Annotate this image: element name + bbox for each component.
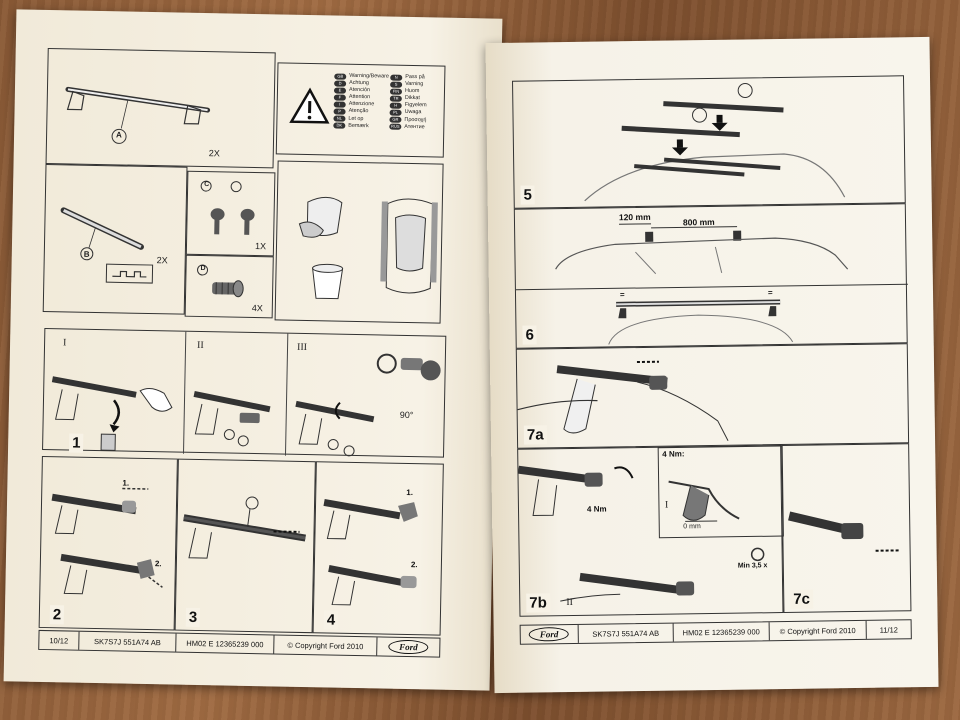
left-copyright: © Copyright Ford 2010 [274,635,378,656]
step-2-arrow-2: 2. [154,559,162,569]
part-b-qty: 2X [156,255,168,266]
torque-header: 4 Nm: [662,449,685,459]
step-7a-panel: 7a [515,343,910,449]
ford-logo: Ford [388,639,429,655]
part-a-label: A [116,130,122,140]
left-ford-logo-cell: Ford [377,637,439,656]
step-2-illustration [51,487,163,595]
step-7b-number: 7b [526,593,550,613]
left-page-number: 10/12 [39,630,80,650]
right-part-number: SK7S7J 551A74 AB [578,623,675,643]
part-a-qty: 2X [208,148,220,159]
part-d-panel: D 4X [184,254,274,319]
step-4-illustration [323,498,418,606]
right-doc-number: HM02 E 12365239 000 [673,622,770,642]
part-c-panel: C 1X [185,170,276,257]
step-7a-number: 7a [523,425,547,445]
crossbar-illustration [65,86,211,144]
step-7c-number: 7c [790,589,814,609]
step-2-panel: 1. 2. 2 [38,455,178,631]
step-7b-sub-i: I [664,499,669,511]
part-d-qty: 4X [251,302,263,314]
torque-label: 4 Nm [586,504,607,514]
ford-logo: Ford [529,627,570,642]
step-7c-panel: 7c [781,443,912,614]
part-c-label: C [204,181,210,189]
part-d-label: D [200,264,206,273]
cleaning-panel [274,160,444,324]
step-5-panel: 5 [512,75,906,209]
step-4-arrow-2: 2. [410,560,418,570]
part-b-label: B [83,249,90,259]
cleaning-illustration [298,196,438,300]
right-page: 5 120 mm 800 mm = = 6 [485,36,939,694]
part-c-qty: 1X [254,241,267,252]
step-6-number: 6 [522,325,538,345]
warning-triangle-icon [289,87,330,124]
step-6-panel: 120 mm 800 mm = = 6 [513,203,908,349]
step-4-panel: 1. 2. 4 [312,461,444,636]
step-6-illustration [515,223,908,345]
left-doc-number: HM02 E 12365239 000 [176,633,275,654]
step-7b-sub-ii: II [566,596,574,609]
left-part-number: SK7S7J 551A74 AB [79,631,177,652]
key-icon [200,180,255,235]
step-7c-illustration [788,511,900,552]
right-page-number: 11/12 [879,624,898,635]
step-1-panel: I II III 90° 1 [42,327,447,458]
step-7b-panel: 4 Nm 4 Nm: I 0 mm Min 3,5 x II 7b [517,445,784,617]
step-3-number: 3 [185,607,201,628]
rubber-strip-illustration [60,207,154,284]
gap-label: 0 mm [683,523,701,531]
step-3-panel: 3 [174,458,316,634]
part-a-panel: A 2X [45,48,276,169]
part-b-panel: B 2X [42,163,188,315]
rotation-label: Min 3,5 x [737,562,768,570]
step-2-number: 2 [49,605,65,625]
step-1-angle: 90° [399,409,414,421]
step-3-illustration [183,496,306,559]
step-7b-illustration [517,445,784,602]
step-5-illustration [584,83,846,202]
right-ford-logo-cell: Ford [520,624,579,644]
right-copyright: © Copyright Ford 2010 [769,620,868,641]
step-2-arrow-1: 1. [122,478,130,488]
step-5-number: 5 [520,185,536,205]
right-footer: Ford SK7S7J 551A74 AB HM02 E 12365239 00… [519,619,912,645]
step-7a-illustration [517,360,729,442]
step-4-arrow-1: 1. [406,487,414,498]
step-1-illustration [51,353,441,457]
lock-cylinder-icon [197,264,244,298]
step-4-number: 4 [323,610,339,630]
step-1-number: 1 [68,433,84,453]
